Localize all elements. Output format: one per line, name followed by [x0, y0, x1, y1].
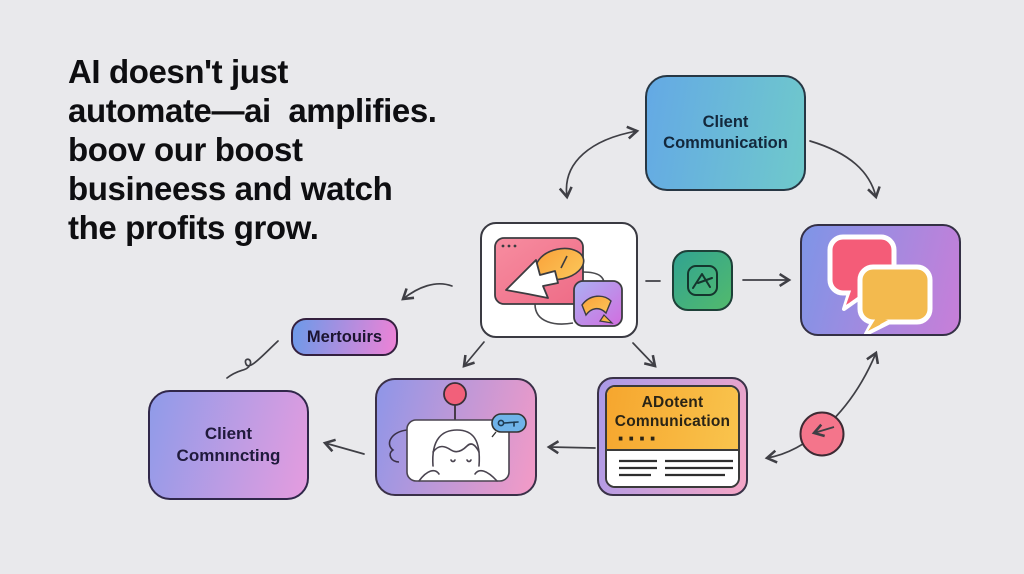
node-client-connecting: Client Comnıncting	[148, 390, 309, 500]
key-icon	[503, 421, 519, 427]
arrow-chatcard-contentcard-arc	[764, 350, 880, 464]
pin-icon	[443, 382, 467, 406]
chat-bubbles-card	[800, 224, 961, 336]
yellow-bubble-icon	[857, 264, 933, 325]
ribbon-icon	[581, 295, 612, 317]
arrow-center-facecard	[462, 341, 485, 368]
node-client-communication: Client Communication	[645, 75, 806, 191]
portrait-pin-illustration	[388, 382, 527, 482]
image-app-icon-glyph	[687, 265, 718, 296]
image-app-icon	[672, 250, 733, 311]
chat-bubbles-illustration	[827, 234, 933, 334]
arrow-contentcard-facecard	[546, 440, 596, 455]
content-card-body	[607, 451, 738, 486]
headline-text: AI doesn't just automate—ai amplifies. b…	[68, 53, 437, 246]
content-card-inner: ADotent Comnunication ····	[605, 385, 740, 488]
node-metrics-pill: Mertouirs	[291, 318, 398, 356]
browser-cursor-card	[480, 222, 638, 338]
arrow-center-topbox	[558, 125, 640, 200]
arrow-topbox-chatcard	[809, 140, 881, 200]
node-metrics-pill-label: Mertouirs	[306, 327, 383, 346]
portrait-card	[375, 378, 537, 496]
node-client-connecting-label: Client Comnıncting	[176, 424, 281, 465]
speech-tail	[388, 429, 408, 463]
face-sketch	[418, 429, 498, 482]
content-card-title: ADotent Comnunication	[614, 393, 731, 430]
node-client-communication-label: Client Communication	[663, 113, 788, 152]
document-lines-icon	[619, 459, 733, 477]
arrow-center-contentcard	[632, 342, 657, 368]
flourish-loop	[226, 340, 279, 379]
arrow-facecard-leftbox	[322, 438, 365, 455]
content-card: ADotent Comnunication ····	[597, 377, 748, 496]
cursor-icon	[505, 259, 559, 299]
pink-dot-node	[799, 411, 845, 457]
browser-cursor-illustration	[494, 237, 623, 327]
arrow-in-pink-dot	[811, 423, 835, 438]
content-card-dots: ····	[617, 422, 660, 453]
arrow-center-left	[401, 282, 453, 301]
content-card-header: ADotent Comnunication ····	[607, 387, 738, 453]
